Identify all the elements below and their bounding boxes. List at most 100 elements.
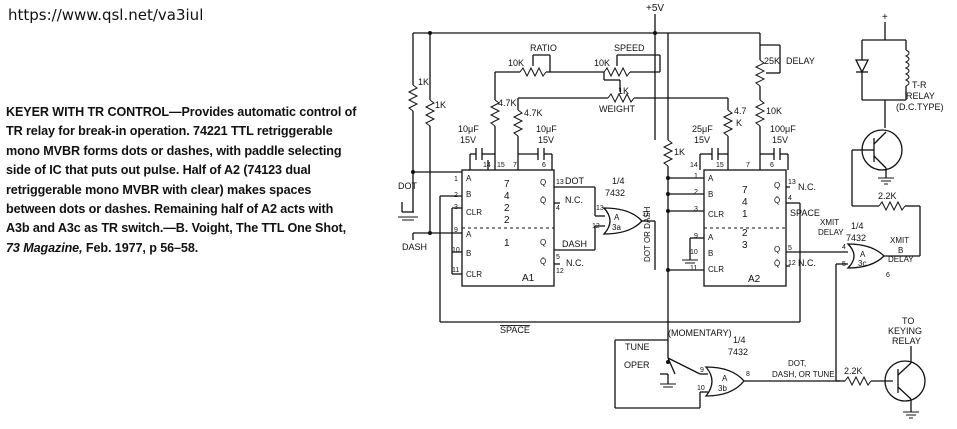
a2-pin-a2: A bbox=[708, 233, 714, 242]
a1-type-2: 4 bbox=[504, 191, 510, 202]
keying-relay-driver: 2.2K TO KEYING RELAY bbox=[836, 316, 926, 419]
relay-supply: + bbox=[882, 12, 888, 23]
space-bar-label: SPACE bbox=[500, 325, 530, 335]
c3v-label: 15V bbox=[694, 135, 710, 145]
svg-text:4: 4 bbox=[788, 195, 792, 202]
a1-nc-1: N.C. bbox=[565, 195, 583, 205]
svg-text:6: 6 bbox=[886, 272, 890, 279]
svg-text:12: 12 bbox=[592, 223, 600, 230]
r-47-c-label: 4.7 bbox=[734, 106, 747, 116]
svg-text:1: 1 bbox=[454, 176, 458, 183]
svg-text:3: 3 bbox=[694, 206, 698, 213]
keying-relay-label: RELAY bbox=[892, 336, 921, 346]
svg-text:1: 1 bbox=[694, 173, 698, 180]
a1-dash-output: DASH bbox=[562, 239, 587, 249]
b-label: B bbox=[898, 246, 903, 255]
r-k-label: K bbox=[736, 118, 742, 128]
r-22k-a-label: 2.2K bbox=[878, 191, 897, 201]
a2-q: Q bbox=[774, 181, 780, 190]
c3-label: 25μF bbox=[692, 124, 713, 134]
xmit-b-label: XMIT bbox=[890, 236, 909, 245]
a1-type-4: 2 bbox=[504, 215, 510, 226]
r-1k-c-label: 1K bbox=[674, 147, 685, 157]
svg-text:8: 8 bbox=[746, 371, 750, 378]
a2-type-2: 4 bbox=[742, 197, 748, 208]
svg-text:11: 11 bbox=[690, 265, 697, 272]
caption-title: KEYER WITH TR CONTROL bbox=[6, 105, 170, 119]
a1-pin-a2: A bbox=[466, 230, 472, 239]
ic-a1: A B CLR A B CLR Q Q̄ Q Q̄ 7 4 2 2 1 A1 1… bbox=[452, 162, 555, 287]
paddle-inputs: DOT DASH bbox=[398, 170, 462, 300]
caption-ref: Feb. 1977, p 56–58. bbox=[85, 240, 199, 255]
a2-type-4: 2 bbox=[742, 228, 748, 239]
a3c-sub: 3c bbox=[858, 259, 866, 268]
dc-type-label: (D.C.TYPE) bbox=[896, 102, 944, 112]
r-1k-a-label: 1K bbox=[418, 77, 429, 87]
speed-label: SPEED bbox=[614, 43, 645, 53]
ic-a2: A B CLR A B CLR Q Q̄ Q Q̄ 7 4 1 2 3 A2 1… bbox=[690, 162, 787, 287]
to-label: TO bbox=[902, 316, 914, 326]
svg-text:6: 6 bbox=[542, 162, 546, 169]
r-10k-c-label: 10K bbox=[766, 106, 782, 116]
a3b-type: 7432 bbox=[728, 347, 748, 357]
xmit-delay-label-1: XMIT bbox=[820, 218, 839, 227]
svg-text:6: 6 bbox=[770, 162, 774, 169]
tr-relay-label: RELAY bbox=[906, 91, 935, 101]
a3a-sub: 3a bbox=[612, 223, 621, 232]
a3b-sub: 3b bbox=[718, 384, 727, 393]
svg-text:10: 10 bbox=[452, 247, 460, 254]
svg-text:9: 9 bbox=[700, 367, 704, 374]
source-url[interactable]: https://www.qsl.net/va3iul bbox=[8, 6, 204, 24]
c1v-label: 15V bbox=[460, 135, 476, 145]
a1-type-5: 1 bbox=[504, 238, 510, 249]
svg-text:7: 7 bbox=[746, 162, 750, 169]
svg-text:2: 2 bbox=[694, 189, 698, 196]
supply-label: +5V bbox=[646, 3, 664, 14]
caption-body: —Provides automatic control of TR relay … bbox=[6, 105, 357, 236]
svg-text:11: 11 bbox=[452, 267, 459, 274]
a1-pin-b2: B bbox=[466, 249, 471, 258]
a2-q2: Q bbox=[774, 245, 780, 254]
supply-rail: +5V bbox=[413, 3, 761, 45]
r-1k-b-label: 1K bbox=[435, 100, 446, 110]
a1-qbar: Q̄ bbox=[540, 196, 546, 205]
tr-relay-driver: + T-R RELAY (D.C.TYPE) bbox=[854, 12, 944, 185]
keying-label: KEYING bbox=[888, 326, 922, 336]
svg-text:10: 10 bbox=[690, 249, 698, 256]
a1-qbar2: Q̄ bbox=[540, 257, 546, 266]
r-47k-a-label: 4.7K bbox=[498, 98, 517, 108]
svg-text:4: 4 bbox=[842, 244, 846, 251]
delay-label: DELAY bbox=[786, 56, 815, 66]
r-25k-label: 25K bbox=[764, 56, 780, 66]
a2-qbar2: Q̄ bbox=[774, 259, 780, 268]
c1-label: 10μF bbox=[458, 124, 479, 134]
timing-network: RATIO 10K SPEED 10K 1K WEIGHT 4.7K 4.7K … bbox=[489, 43, 815, 160]
a2-type-5: 3 bbox=[742, 240, 748, 251]
weight-label: WEIGHT bbox=[599, 104, 635, 114]
svg-text:9: 9 bbox=[694, 233, 698, 240]
svg-text:9: 9 bbox=[454, 227, 458, 234]
svg-text:5: 5 bbox=[556, 254, 560, 261]
b-delay-label: DELAY bbox=[888, 255, 914, 264]
svg-text:5: 5 bbox=[788, 245, 792, 252]
dot-input-label: DOT bbox=[398, 181, 418, 191]
a1-pin-a: A bbox=[466, 174, 472, 183]
a2-clr: CLR bbox=[708, 210, 724, 219]
svg-text:13: 13 bbox=[788, 179, 796, 186]
tune-switch: TUNE (MOMENTARY) OPER 1/4 7432 A 3b 910 … bbox=[614, 328, 840, 409]
svg-text:12: 12 bbox=[556, 268, 564, 275]
xmit-delay-label-2: DELAY bbox=[818, 228, 844, 237]
tune-label: TUNE bbox=[625, 342, 650, 352]
svg-text:15: 15 bbox=[497, 162, 505, 169]
c2v-label: 15V bbox=[538, 135, 554, 145]
timing-capacitors: 10μF 15V 10μF 15V 25μF 15V 100μF 15V bbox=[458, 124, 796, 160]
a2-name: A2 bbox=[748, 274, 761, 285]
a1-clr: CLR bbox=[466, 208, 482, 217]
space-label: SPACE bbox=[790, 208, 820, 218]
a1-name: A1 bbox=[522, 273, 535, 284]
r-47k-b-label: 4.7K bbox=[524, 108, 543, 118]
dot-or-dash-bus: 1K DOT OR DASH bbox=[643, 33, 704, 340]
a2-pin-b: B bbox=[708, 190, 713, 199]
a3a-frac: 1/4 bbox=[612, 176, 625, 186]
